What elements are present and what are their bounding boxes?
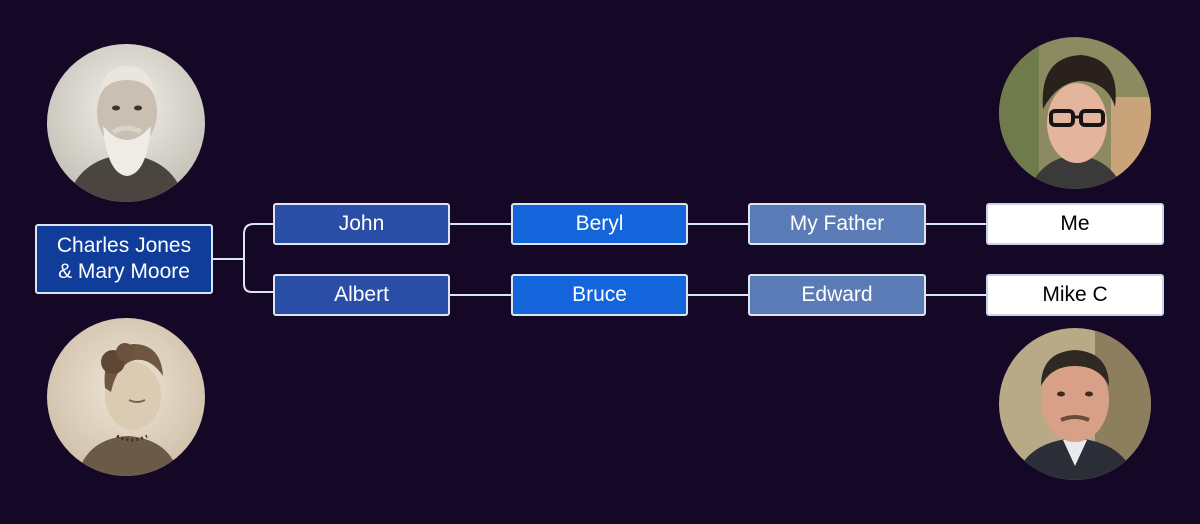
portrait-icon xyxy=(47,44,205,202)
root-branch-line xyxy=(212,223,274,293)
node-albert: Albert xyxy=(273,274,450,316)
root-name-line2: & Mary Moore xyxy=(58,260,190,283)
root-couple-node: Charles Jones & Mary Moore xyxy=(35,224,213,294)
node-edward: Edward xyxy=(748,274,926,316)
node-my-father: My Father xyxy=(748,203,926,245)
portrait-charles-photo xyxy=(47,44,205,202)
node-me: Me xyxy=(986,203,1164,245)
root-name-line1: Charles Jones xyxy=(56,233,192,257)
portrait-icon xyxy=(999,328,1151,480)
node-bruce: Bruce xyxy=(511,274,688,316)
portrait-icon xyxy=(47,318,205,476)
node-mike-c: Mike C xyxy=(986,274,1164,316)
portrait-mike-photo xyxy=(999,328,1151,480)
node-beryl: Beryl xyxy=(511,203,688,245)
node-john: John xyxy=(273,203,450,245)
portrait-me-photo xyxy=(999,37,1151,189)
portrait-icon xyxy=(999,37,1151,189)
portrait-mary-photo xyxy=(47,318,205,476)
